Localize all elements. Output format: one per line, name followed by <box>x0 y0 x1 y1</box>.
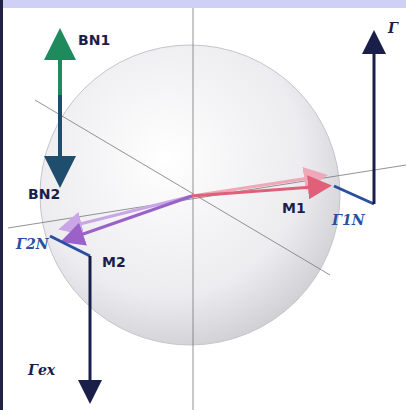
torque-label: Γ1N <box>330 212 366 228</box>
torque-label: Γ <box>386 20 400 36</box>
field-label: BN1 <box>76 32 112 48</box>
moment-label: M1 <box>280 200 308 216</box>
torque-label: Γ2N <box>14 236 50 252</box>
field-label: BN2 <box>26 186 62 202</box>
torque-label: Γex <box>26 362 57 378</box>
moment-label: M2 <box>100 254 128 270</box>
